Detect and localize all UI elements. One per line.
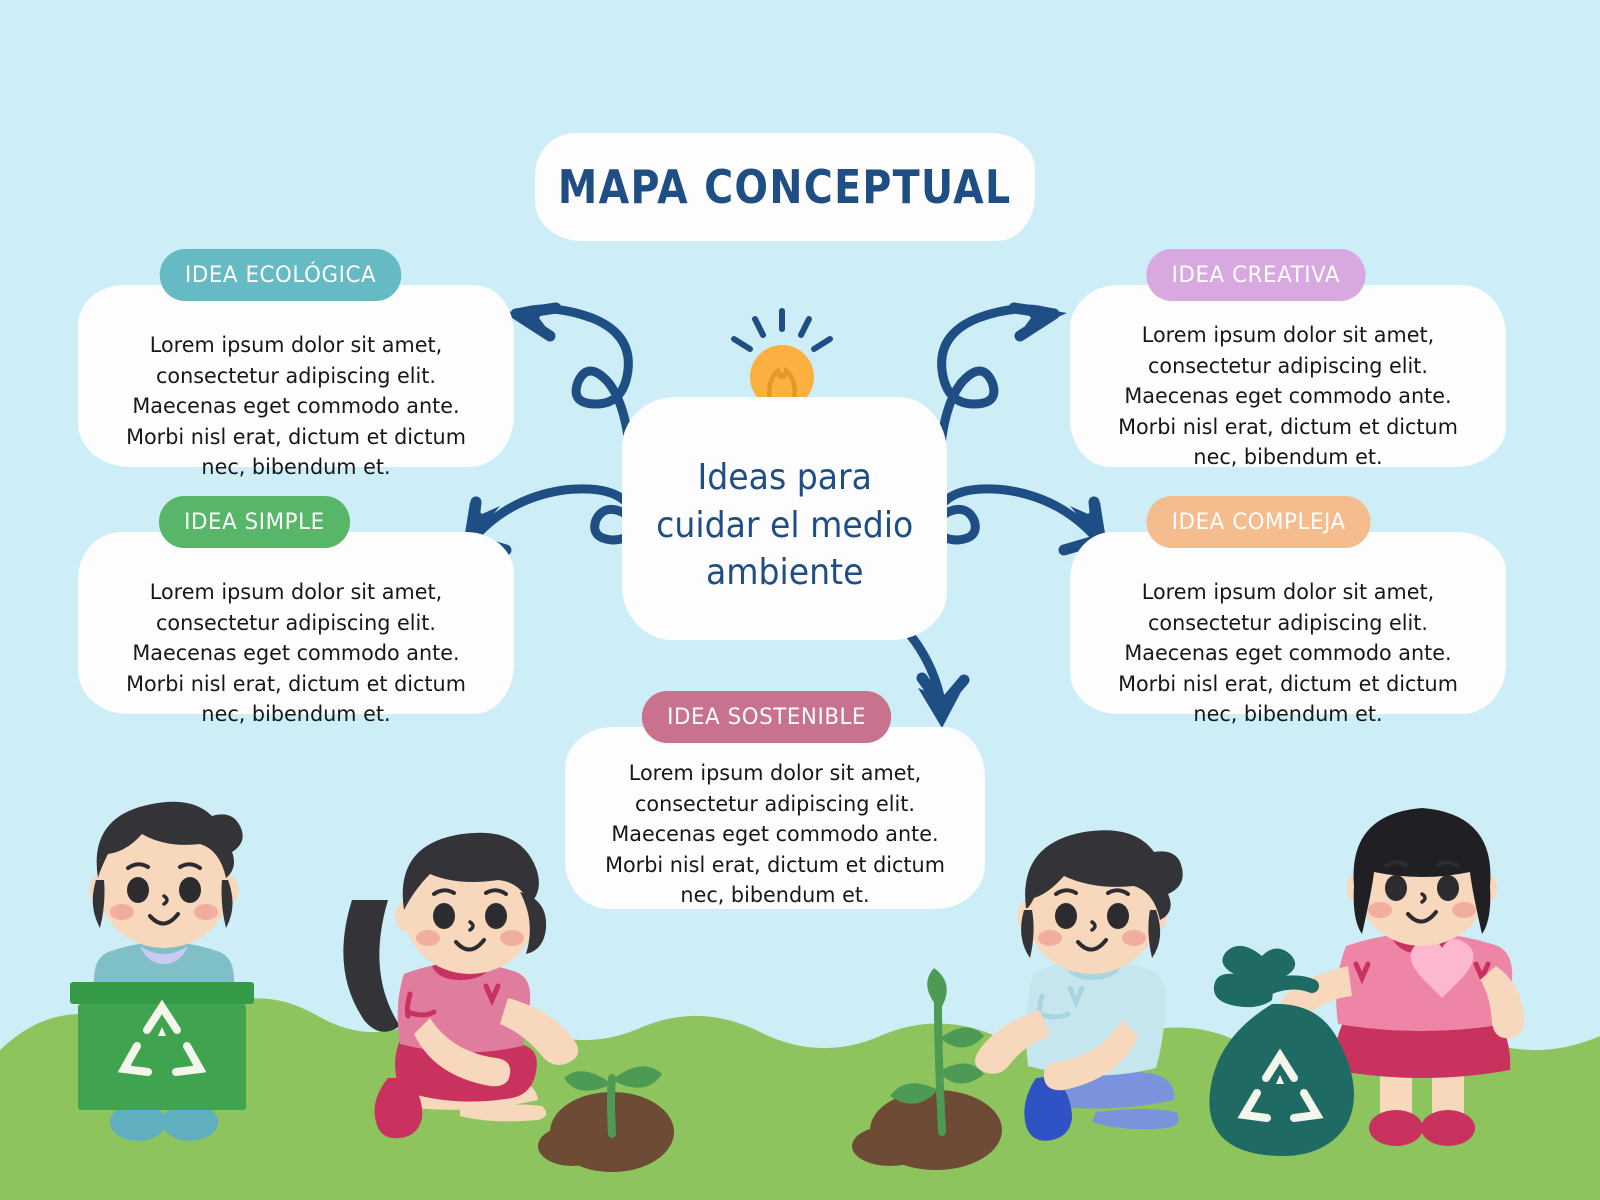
branch-card-simple: Lorem ipsum dolor sit amet, consectetur …	[78, 532, 514, 727]
branch-body-eco: Lorem ipsum dolor sit amet, consectetur …	[126, 333, 466, 481]
branch-card-creativa: Lorem ipsum dolor sit amet, consectetur …	[1070, 285, 1506, 470]
branch-body-sostenible: Lorem ipsum dolor sit amet, consectetur …	[605, 761, 945, 909]
branch-body-simple: Lorem ipsum dolor sit amet, consectetur …	[126, 580, 466, 728]
branch-badge-eco[interactable]: IDEA ECOLÓGICA	[159, 249, 402, 301]
children-illustration	[70, 801, 1525, 1172]
page-title: MAPA CONCEPTUAL	[558, 160, 1012, 214]
character-boy-planting	[852, 830, 1183, 1170]
character-girl-planting	[343, 832, 674, 1172]
branch-badge-sostenible[interactable]: IDEA SOSTENIBLE	[641, 691, 892, 743]
branch-card-eco: Lorem ipsum dolor sit amet, consectetur …	[78, 285, 514, 480]
branch-badge-simple[interactable]: IDEA SIMPLE	[158, 496, 350, 548]
character-boy-with-recycling-bin	[70, 801, 254, 1141]
central-idea-text: Ideas para cuidar el medio ambiente	[655, 457, 914, 594]
branch-body-compleja: Lorem ipsum dolor sit amet, consectetur …	[1118, 580, 1458, 728]
recycle-icon-bag	[1237, 1048, 1324, 1122]
character-girl-with-trash-bag	[1209, 808, 1525, 1157]
arrow-to-creativa	[935, 302, 1067, 460]
branch-body-creativa: Lorem ipsum dolor sit amet, consectetur …	[1118, 323, 1458, 471]
branch-card-compleja: Lorem ipsum dolor sit amet, consectetur …	[1070, 532, 1506, 727]
branch-card-sostenible: Lorem ipsum dolor sit amet, consectetur …	[565, 727, 985, 909]
page-title-card: MAPA CONCEPTUAL	[535, 133, 1035, 241]
arrow-to-compleja	[931, 484, 1108, 556]
central-idea-card: Ideas para cuidar el medio ambiente	[622, 397, 947, 640]
branch-badge-compleja[interactable]: IDEA COMPLEJA	[1146, 496, 1371, 548]
arrow-to-eco	[503, 302, 635, 460]
recycle-icon	[117, 999, 207, 1076]
branch-badge-creativa[interactable]: IDEA CREATIVA	[1146, 249, 1366, 301]
